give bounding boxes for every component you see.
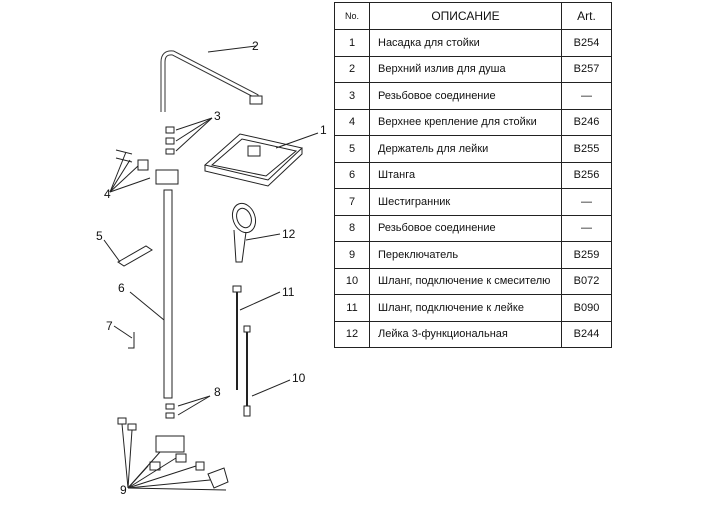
row-no: 1 — [334, 29, 370, 57]
row-art: B254 — [561, 29, 612, 57]
row-no: 8 — [334, 214, 370, 242]
row-no: 3 — [334, 82, 370, 110]
row-description: Переключатель — [369, 241, 562, 269]
row-art: B090 — [561, 294, 612, 322]
callout-8: 8 — [214, 385, 221, 399]
row-no: 11 — [334, 294, 370, 322]
table-header-row: No. ОПИСАНИЕ Art. — [334, 2, 612, 30]
row-art: B256 — [561, 161, 612, 189]
row-description: Верхнее крепление для стойки — [369, 108, 562, 136]
row-art: B255 — [561, 135, 612, 163]
callout-10: 10 — [292, 371, 306, 385]
row-description: Шланг, подключение к лейке — [369, 294, 562, 322]
row-art: B257 — [561, 55, 612, 83]
row-no: 12 — [334, 320, 370, 348]
row-no: 2 — [334, 55, 370, 83]
header-no: No. — [334, 2, 370, 30]
row-no: 5 — [334, 135, 370, 163]
row-art: — — [561, 214, 612, 242]
callout-11: 11 — [282, 285, 295, 299]
part-10-mixer-hose — [243, 325, 291, 417]
callout-2: 2 — [252, 39, 259, 53]
row-description: Верхний излив для душа — [369, 55, 562, 83]
part-11-hand-hose — [232, 285, 281, 390]
row-description: Штанга — [369, 161, 562, 189]
callout-1: 1 — [320, 123, 327, 137]
part-9-diverter — [117, 417, 229, 491]
part-7-hex-key — [113, 325, 135, 349]
part-2-shower-arm — [160, 45, 263, 112]
part-5-holder — [103, 239, 153, 267]
header-art: Art. — [561, 2, 612, 30]
part-4-upper-mount — [109, 149, 179, 193]
row-description: Шестигранник — [369, 188, 562, 216]
row-art: B072 — [561, 267, 612, 295]
header-description: ОПИСАНИЕ — [369, 2, 562, 30]
row-description: Держатель для лейки — [369, 135, 562, 163]
row-description: Резьбовое соединение — [369, 214, 562, 242]
callout-4: 4 — [104, 187, 111, 201]
callout-5: 5 — [96, 229, 103, 243]
callout-12: 12 — [282, 227, 296, 241]
part-6-pole — [129, 189, 173, 399]
row-art: B246 — [561, 108, 612, 136]
row-art: — — [561, 82, 612, 110]
callout-7: 7 — [106, 319, 113, 333]
part-12-hand-shower — [231, 202, 281, 263]
row-description: Резьбовое соединение — [369, 82, 562, 110]
callout-6: 6 — [118, 281, 125, 295]
part-3-threaded-connectors — [165, 117, 213, 155]
row-no: 10 — [334, 267, 370, 295]
callout-3: 3 — [214, 109, 221, 123]
row-no: 6 — [334, 161, 370, 189]
row-description: Лейка 3-функциональная — [369, 320, 562, 348]
part-8-threaded-connectors — [165, 395, 211, 419]
row-description: Шланг, подключение к смесителю — [369, 267, 562, 295]
callout-9: 9 — [120, 483, 127, 497]
row-no: 9 — [334, 241, 370, 269]
row-no: 4 — [334, 108, 370, 136]
row-art: B259 — [561, 241, 612, 269]
part-1-shower-head — [203, 132, 319, 187]
row-description: Насадка для стойки — [369, 29, 562, 57]
exploded-diagram: 2 3 1 4 12 5 6 11 7 10 8 9 — [96, 39, 327, 497]
row-art: — — [561, 188, 612, 216]
row-art: B244 — [561, 320, 612, 348]
row-no: 7 — [334, 188, 370, 216]
